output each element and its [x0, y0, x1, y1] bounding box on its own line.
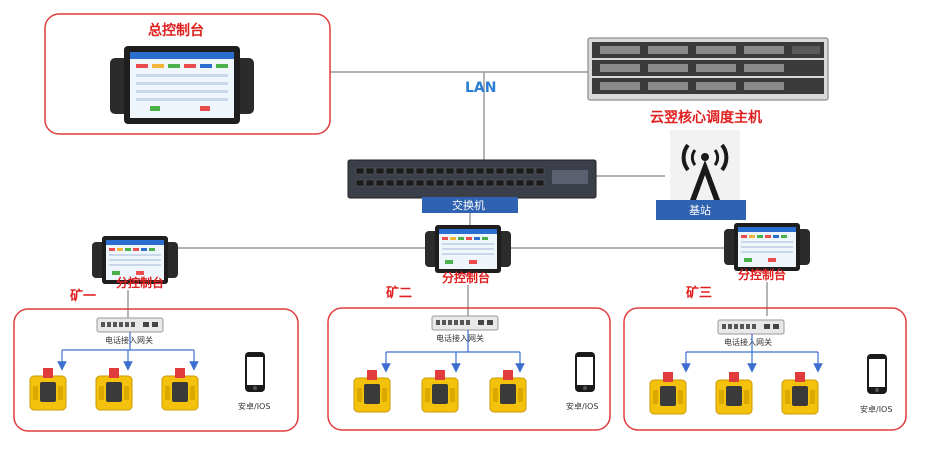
mine-3-phone-2 — [715, 371, 753, 415]
switch-label-box — [422, 197, 518, 213]
main-console-tablet — [110, 46, 254, 124]
lan-label: LAN — [465, 80, 496, 96]
sub-console-2-label: 分控制台 — [442, 270, 490, 285]
main-console-label: 总控制台 — [148, 22, 204, 39]
mine-1-panel: 电话接入网关 安卓/IOS — [13, 308, 299, 432]
mine-2-smartphone — [575, 352, 595, 392]
base-station-label-box — [656, 200, 746, 220]
mine-3-phone-3 — [781, 371, 819, 415]
mine-1-smartphone — [245, 352, 265, 392]
mine-1-name: 矿一 — [70, 288, 96, 304]
sub-console-1-label: 分控制台 — [116, 275, 164, 290]
mine-3-gateway-label: 电话接入网关 — [724, 337, 772, 347]
mine-2-name: 矿二 — [386, 285, 412, 301]
mine-1-phone-label: 安卓/IOS — [238, 401, 270, 411]
mine-2-panel: 电话接入网关 安卓/IOS — [327, 307, 611, 431]
mine-2-gateway — [431, 315, 499, 331]
mine-3-name: 矿三 — [686, 285, 712, 301]
mine-3-phone-label: 安卓/IOS — [860, 404, 892, 414]
switch-label: 交换机 — [452, 198, 485, 212]
mine-2-phone-2 — [421, 369, 459, 413]
mine-3-gateway — [717, 319, 785, 335]
mine-1-phone-3 — [161, 367, 199, 411]
mine-2-phone-1 — [353, 369, 391, 413]
mine-3-smartphone — [867, 354, 887, 394]
mine-2-phone-label: 安卓/IOS — [566, 401, 598, 411]
network-switch — [347, 159, 597, 199]
core-server — [587, 37, 829, 101]
sub-console-3-tablet — [724, 223, 810, 271]
mine-1-phone-1 — [29, 367, 67, 411]
main-console-panel: 总控制台 — [44, 13, 331, 135]
base-station-label: 基站 — [689, 203, 711, 217]
mine-2-phone-3 — [489, 369, 527, 413]
mine-1-gateway-label: 电话接入网关 — [105, 335, 153, 345]
mine-2-gateway-label: 电话接入网关 — [436, 333, 484, 343]
sub-console-2-tablet — [425, 225, 511, 273]
mine-1-phone-2 — [95, 367, 133, 411]
mine-3-panel: 电话接入网关 安卓/IOS — [623, 307, 907, 431]
core-server-label: 云翌核心调度主机 — [650, 109, 762, 126]
mine-3-phone-1 — [649, 371, 687, 415]
mine-1-gateway — [96, 317, 164, 333]
base-station-icon — [670, 130, 740, 202]
sub-console-3-label: 分控制台 — [738, 267, 786, 282]
